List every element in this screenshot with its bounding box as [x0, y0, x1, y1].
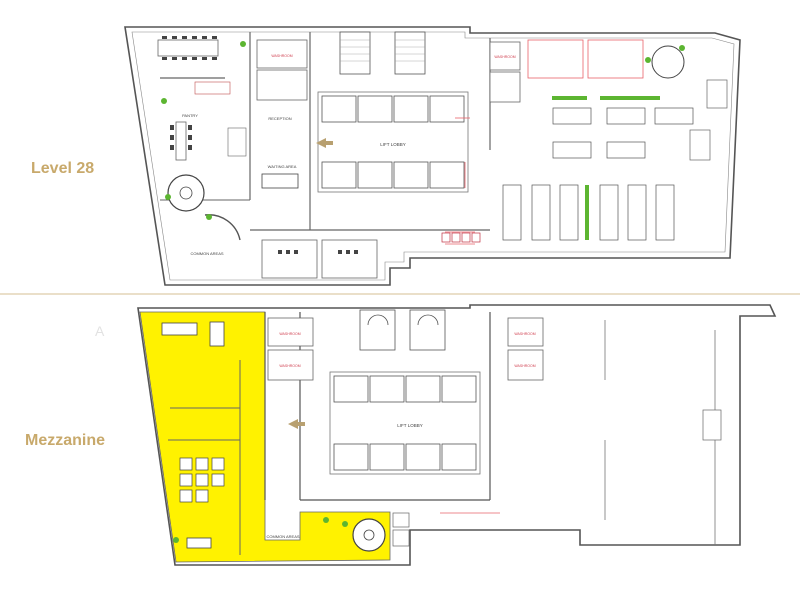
pantry-label: PANTRY — [182, 113, 198, 118]
washroom-box — [267, 317, 314, 347]
washroom-box — [507, 317, 544, 347]
green-partition — [552, 96, 587, 100]
conference-chairs — [162, 36, 217, 60]
watermark-letter: A — [95, 323, 107, 339]
meeting-tables — [278, 250, 358, 254]
lift-lobby-label: LIFT LOBBY — [397, 423, 422, 428]
washroom-box — [489, 71, 521, 103]
washroom-label: WASHROOM — [271, 54, 292, 58]
mezzanine-label: Mezzanine — [25, 432, 106, 449]
stair-curve — [417, 314, 439, 326]
staircase — [394, 31, 426, 75]
washroom-box — [256, 39, 308, 69]
reception-label: RECEPTION — [268, 116, 291, 121]
round-table — [179, 186, 193, 200]
washroom-label: WASHROOM — [514, 332, 535, 336]
lift-cars-top — [321, 95, 465, 123]
washroom-label: WASHROOM — [279, 364, 300, 368]
meeting-table — [161, 322, 198, 336]
lift-cars-bottom — [321, 161, 465, 189]
washroom-label: WASHROOM — [279, 332, 300, 336]
meeting-room — [527, 39, 584, 79]
pantry-table — [175, 121, 187, 161]
washroom-box — [507, 349, 544, 381]
round-table — [363, 529, 375, 541]
stair-treads — [340, 39, 425, 62]
green-partition — [585, 185, 589, 240]
waiting-sofa — [261, 173, 299, 189]
lift-lobby-label: LIFT LOBBY — [380, 142, 405, 147]
mezzanine-plan: WASHROOM WASHROOM WASHROOM WASHROOM LIFT… — [137, 304, 777, 566]
service-box — [392, 529, 410, 547]
meeting-room — [587, 39, 644, 79]
common-areas-label: COMMON AREAS — [266, 534, 299, 539]
service-box — [702, 409, 722, 441]
level-28-inner-wall — [131, 31, 735, 281]
workstation-cluster — [179, 457, 225, 503]
stair-curve — [367, 314, 389, 326]
waiting-area-label: WAITING AREA — [268, 164, 297, 169]
staircase — [409, 309, 446, 351]
lounge-sofa — [186, 537, 212, 549]
arrow-icon — [316, 138, 333, 148]
washroom-box — [267, 349, 314, 381]
common-areas-label: COMMON AREAS — [190, 251, 223, 256]
level-28-plan: WASHROOM LIFT LOBBY — [124, 26, 741, 286]
pantry-chairs — [170, 125, 192, 150]
green-partition — [600, 96, 660, 100]
staircase — [339, 31, 371, 75]
accent-lines — [445, 117, 475, 245]
workstation-cluster — [502, 107, 694, 241]
plant-icon — [161, 41, 685, 220]
service-box — [706, 79, 728, 109]
service-box — [392, 512, 410, 528]
lift-cars-top — [333, 375, 477, 403]
lift-cars-bottom — [333, 443, 477, 471]
staircase — [359, 309, 396, 351]
washroom-box — [489, 41, 521, 71]
meeting-room — [261, 239, 318, 279]
washroom-label: WASHROOM — [514, 364, 535, 368]
washroom-box — [256, 69, 308, 101]
conference-table — [157, 39, 219, 57]
service-box — [689, 129, 711, 161]
pantry-stair — [194, 81, 231, 95]
lift-cluster-small — [441, 232, 481, 243]
meeting-table — [209, 321, 225, 347]
plant-icon — [173, 517, 348, 543]
round-table — [651, 45, 685, 79]
arrow-icon — [288, 419, 305, 429]
meeting-room — [321, 239, 378, 279]
level-28-label: Level 28 — [31, 160, 95, 177]
washroom-label: WASHROOM — [494, 55, 515, 59]
reception-stair — [227, 127, 247, 157]
